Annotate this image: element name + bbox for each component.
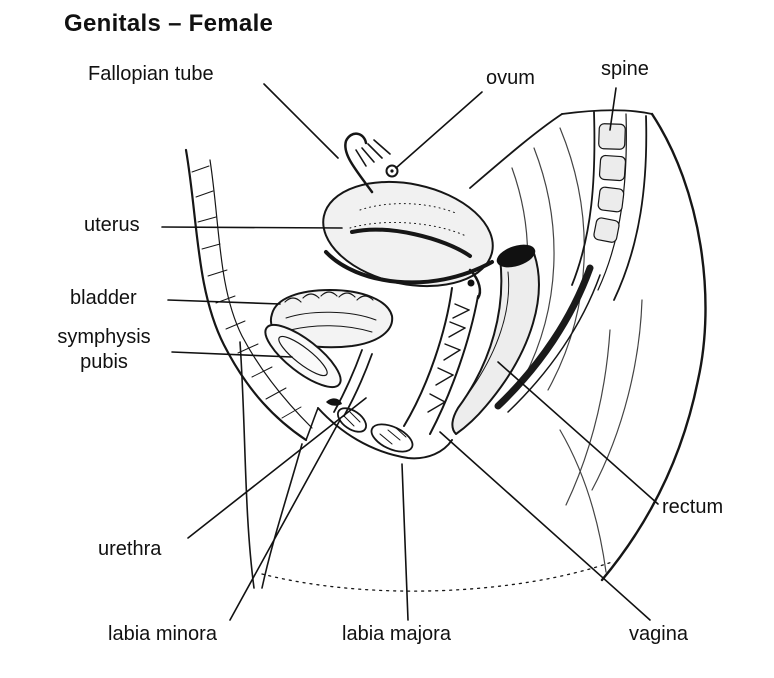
- label-fallopian-tube: Fallopian tube: [88, 63, 214, 85]
- label-labia-majora: labia majora: [342, 623, 451, 645]
- label-spine: spine: [601, 58, 649, 80]
- leader-line-rectum: [497, 361, 659, 505]
- rectum-drawing: [451, 244, 540, 435]
- fallopian-tube-drawing: [344, 132, 391, 194]
- leader-line-spine: [609, 87, 617, 131]
- label-bladder: bladder: [70, 287, 137, 309]
- leader-line-labia-minora: [229, 419, 341, 621]
- spine-drawing: [494, 111, 648, 413]
- label-rectum: rectum: [662, 496, 724, 518]
- leader-line-symphysis: [171, 351, 293, 358]
- label-labia-minora: labia minora: [108, 623, 217, 645]
- label-ovum: ovum: [486, 67, 535, 89]
- leader-line-ovum: [395, 91, 483, 169]
- leader-lines: [161, 83, 659, 621]
- leader-line-vagina: [439, 431, 651, 621]
- uterus-drawing: [322, 180, 494, 300]
- leader-line-bladder: [167, 299, 281, 305]
- label-uterus: uterus: [84, 214, 140, 236]
- urethra-drawing: [333, 349, 373, 417]
- leader-line-urethra: [187, 397, 367, 539]
- diagram-title: Genitals – Female: [64, 10, 274, 37]
- leader-line-uterus: [161, 226, 343, 229]
- label-vagina: vagina: [629, 623, 688, 645]
- leader-line-fallopian-tube: [263, 83, 339, 159]
- body-outline: [184, 109, 707, 592]
- label-urethra: urethra: [98, 538, 162, 560]
- symphysis-pubis-drawing: [264, 323, 342, 389]
- ovum-drawing: [385, 164, 399, 178]
- leader-line-labia-majora: [401, 463, 409, 621]
- label-symphysis-pubis: symphysis pubis: [57, 326, 151, 373]
- vagina-drawing: [403, 287, 479, 435]
